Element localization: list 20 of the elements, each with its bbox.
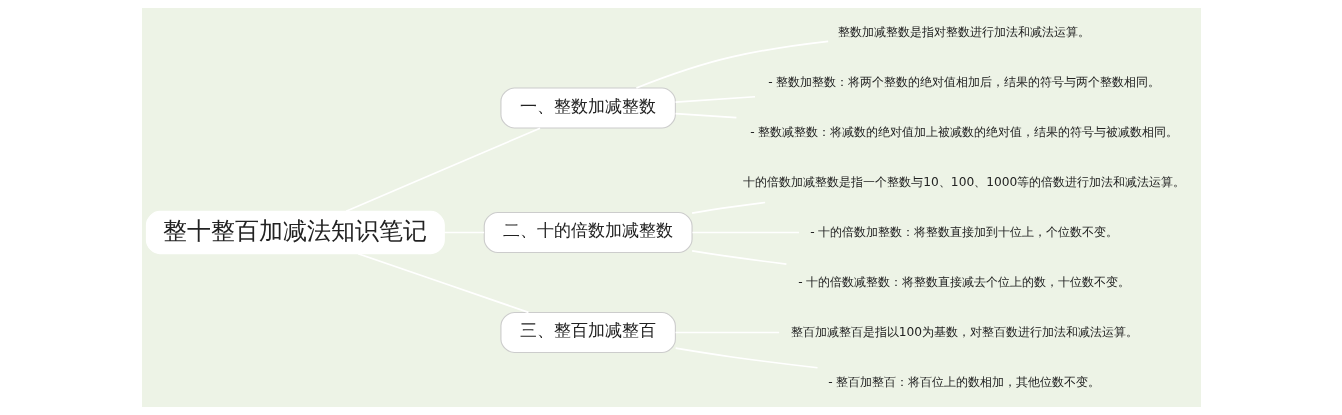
node-text: 整数加减整数是指对整数进行加法和减法运算。 (837, 24, 1090, 39)
connector (356, 252, 529, 314)
connector (635, 40, 829, 89)
node-text: - 十的倍数加整数：将整数直接加到十位上，个位数不变。 (809, 224, 1118, 239)
connector (344, 127, 541, 213)
connector (690, 201, 766, 215)
node-box: 三、整百加减整百 (499, 311, 676, 354)
node-text: 十的倍数加减整数是指一个整数与10、100、1000等的倍数进行加法和减法运算。 (742, 174, 1185, 189)
node-box: 一、整数加减整数 (499, 87, 676, 129)
node-box: 整十整百加减法知识笔记 (145, 210, 445, 255)
node-text: - 十的倍数减整数：将整数直接减去个位上的数，十位数不变。 (797, 274, 1130, 289)
connector (690, 250, 787, 265)
connector (674, 95, 756, 103)
node-text: - 整百加整百：将百位上的数相加，其他位数不变。 (827, 374, 1100, 389)
node-text: 整百加减整百是指以100为基数，对整百数进行加法和减法运算。 (790, 324, 1138, 339)
node-text: - 整数减整数：将减数的绝对值加上被减数的绝对值，结果的符号与被减数相同。 (749, 124, 1178, 139)
node-box: 二、十的倍数加减整数 (483, 211, 693, 254)
connector (674, 347, 818, 369)
node-text: - 整数加整数：将两个整数的绝对值相加后，结果的符号与两个整数相同。 (767, 74, 1160, 89)
connector (674, 112, 737, 119)
